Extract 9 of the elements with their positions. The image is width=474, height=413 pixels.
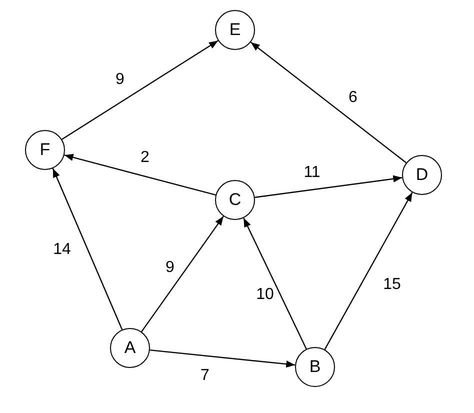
arrow [141,216,224,332]
arrow [243,218,307,350]
arrow [62,40,218,140]
arrow [150,349,296,368]
arrow [52,168,123,330]
arrow [64,154,216,196]
arrow [250,42,407,164]
arrow [324,192,413,350]
arrow [254,175,402,198]
